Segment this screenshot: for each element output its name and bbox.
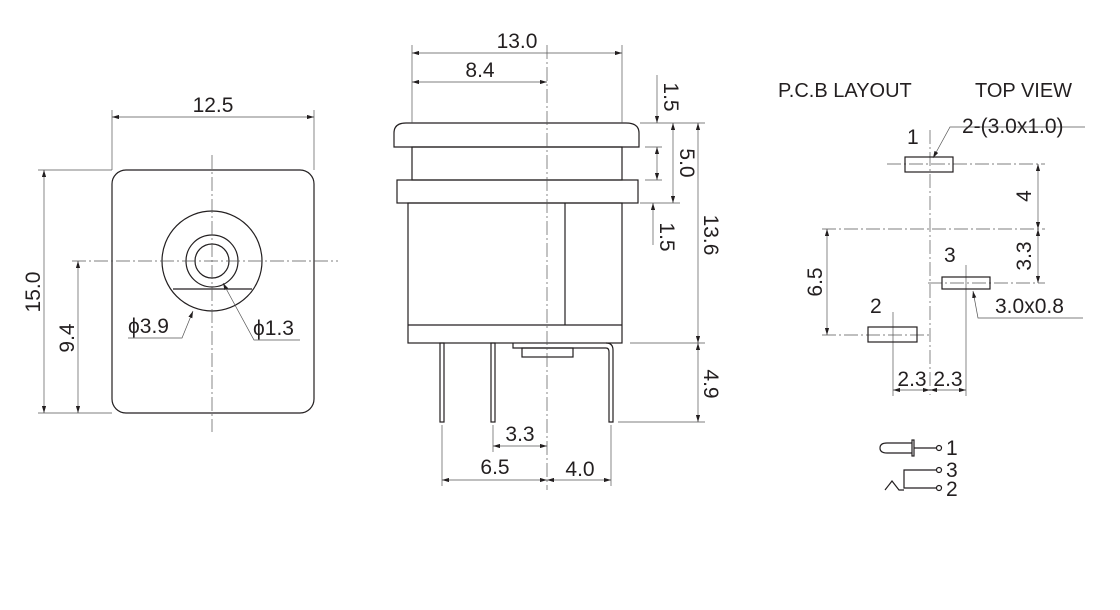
dim-2-3-left: 2.3 xyxy=(897,368,926,391)
pin-span-right-dimension: 4.0 xyxy=(565,458,594,481)
pcb-layout-title: P.C.B LAYOUT xyxy=(778,80,912,102)
pad-1-label: 1 xyxy=(907,126,919,149)
pad-2-label: 2 xyxy=(870,295,882,318)
front-view: 12.5 15.0 9.4 ϕ3.9 ϕ1.3 xyxy=(22,94,338,432)
dim-6-5: 6.5 xyxy=(804,267,827,296)
pad-2 xyxy=(867,326,918,343)
pin-left xyxy=(439,342,445,423)
center-height-dimension: 9.4 xyxy=(56,323,79,353)
plug-symbol xyxy=(879,442,912,454)
body-height-dimension: 13.6 xyxy=(699,215,722,256)
outer-diameter-label: ϕ3.9 xyxy=(128,315,169,338)
side-view: 13.0 8.4 1.5 5.0 1.5 13.6 4.9 3.3 6.5 4.… xyxy=(393,30,722,490)
pad-3-label: 3 xyxy=(944,244,956,267)
pcb-layout: P.C.B LAYOUT TOP VIEW 1 3 2 2-(3.0x1.0) … xyxy=(778,80,1085,396)
pad-1 xyxy=(904,156,954,173)
schematic-pin-2: 2 xyxy=(946,478,958,501)
dim-2-3-right: 2.3 xyxy=(933,368,962,391)
cap-dimension: 1.5 xyxy=(659,82,682,111)
pin-span-left-dimension: 6.5 xyxy=(480,456,509,479)
cap xyxy=(393,122,640,148)
pad-3 xyxy=(941,276,991,290)
inner-diameter-label: ϕ1.3 xyxy=(253,317,294,340)
dim-3-3: 3.3 xyxy=(1013,241,1036,270)
pin-length-dimension: 4.9 xyxy=(699,369,722,398)
body xyxy=(407,202,623,344)
jack-schematic: 1 3 2 xyxy=(879,437,958,501)
center-offset-dimension: 8.4 xyxy=(465,59,495,82)
pin-middle xyxy=(490,342,496,423)
width-dimension: 12.5 xyxy=(193,94,234,117)
pad-spec-3: 3.0x0.8 xyxy=(995,295,1064,318)
neck xyxy=(411,146,623,181)
cap-to-flange-dimension: 5.0 xyxy=(675,148,698,177)
schematic-pin-1: 1 xyxy=(946,437,958,460)
pad-spec-1-2: 2-(3.0x1.0) xyxy=(962,115,1064,138)
jack-face-outline xyxy=(111,169,315,414)
height-dimension: 15.0 xyxy=(22,272,45,313)
schematic-pin-3: 3 xyxy=(946,459,958,482)
top-view-title: TOP VIEW xyxy=(975,80,1072,102)
pin-right-bent xyxy=(512,342,614,423)
dim-4: 4 xyxy=(1013,190,1036,202)
pin-gap-dimension: 3.3 xyxy=(505,423,534,446)
flange xyxy=(396,179,639,204)
width-dimension: 13.0 xyxy=(497,30,538,53)
flange-dimension: 1.5 xyxy=(655,222,678,251)
